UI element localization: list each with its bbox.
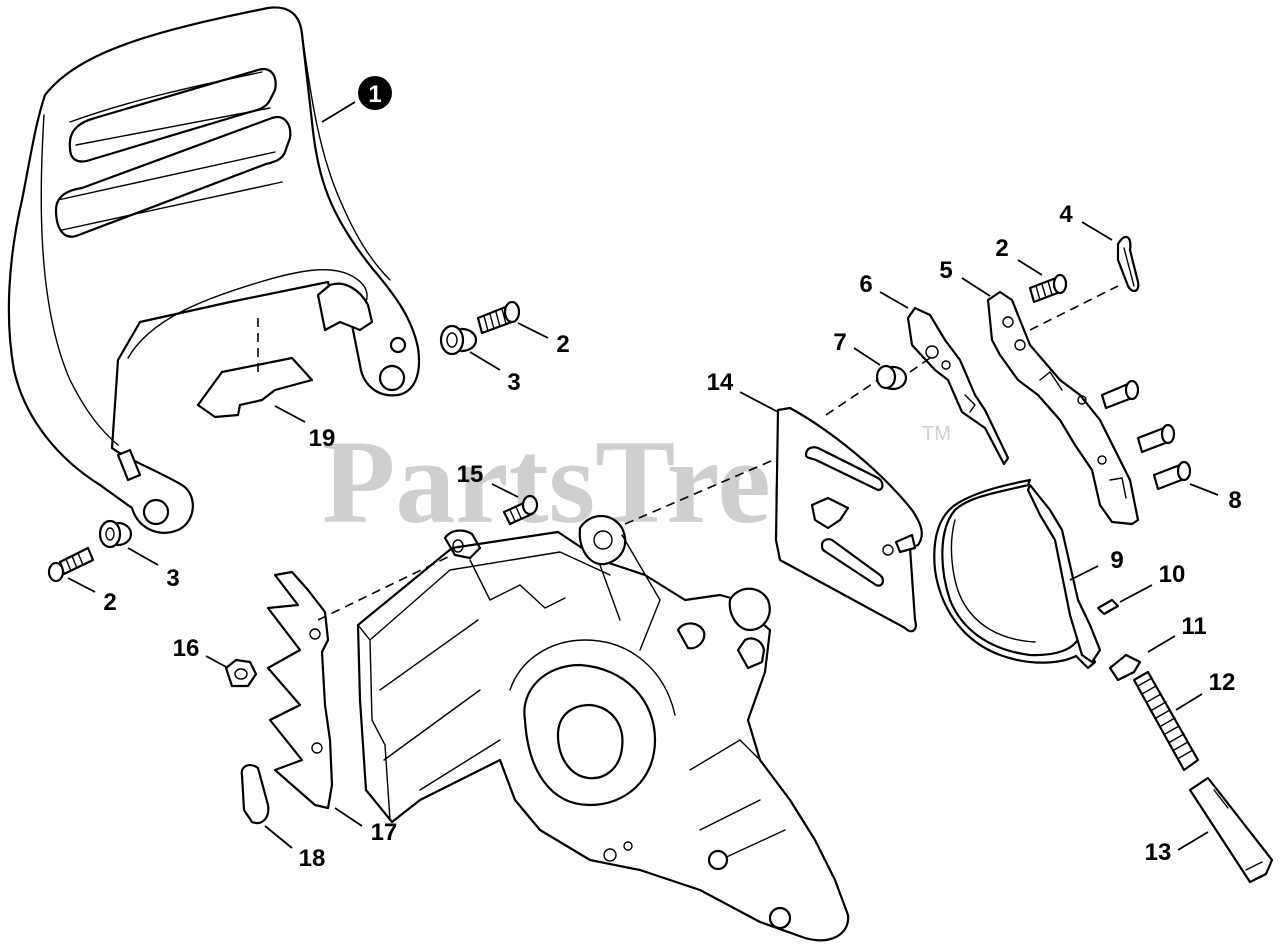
callout-9[interactable]: 9 <box>1110 547 1123 574</box>
callout-10[interactable]: 10 <box>1159 561 1186 588</box>
part-bracket[interactable] <box>986 290 1140 526</box>
part-lever[interactable] <box>906 306 1010 466</box>
part-screw-lower[interactable] <box>47 546 95 583</box>
part-spacer[interactable] <box>875 364 908 391</box>
callout-3-upper[interactable]: 3 <box>507 369 520 396</box>
callout-2-upper[interactable]: 2 <box>556 331 569 358</box>
part-plate[interactable] <box>240 764 270 825</box>
callout-2-lower[interactable]: 2 <box>103 589 116 616</box>
callout-14[interactable]: 14 <box>707 369 734 396</box>
part-bumper-spike[interactable] <box>266 570 334 810</box>
callout-1-label: 1 <box>368 81 381 108</box>
callout-16[interactable]: 16 <box>173 635 200 662</box>
callout-4[interactable]: 4 <box>1059 201 1073 228</box>
part-screw-15[interactable] <box>502 494 539 526</box>
callout-13[interactable]: 13 <box>1145 839 1172 866</box>
watermark-text: PartsTree <box>322 415 824 548</box>
part-pin[interactable] <box>1096 598 1120 616</box>
assembly-lines <box>317 285 1119 621</box>
callout-19[interactable]: 19 <box>309 425 336 452</box>
callout-11[interactable]: 11 <box>1181 613 1206 640</box>
callout-17[interactable]: 17 <box>371 819 398 846</box>
watermark-trademark: TM <box>922 423 951 445</box>
part-nut[interactable] <box>224 658 258 688</box>
part-screw-upper[interactable] <box>476 300 521 335</box>
part-bushing-upper[interactable] <box>439 324 478 356</box>
part-clip[interactable] <box>1116 235 1140 292</box>
callout-12[interactable]: 12 <box>1209 669 1236 696</box>
leader-lines <box>67 101 1219 851</box>
callout-5[interactable]: 5 <box>939 257 952 284</box>
part-screw-right[interactable] <box>1028 273 1068 304</box>
part-decal[interactable] <box>196 356 314 419</box>
callout-7[interactable]: 7 <box>833 329 846 356</box>
part-tube[interactable] <box>1188 776 1274 884</box>
part-cover-plate[interactable] <box>774 406 923 633</box>
part-screws-8[interactable] <box>1100 379 1192 491</box>
part-crankcase <box>356 514 850 942</box>
part-retainer[interactable] <box>1108 653 1142 682</box>
part-bushing-lower[interactable] <box>98 519 133 549</box>
callout-3-lower[interactable]: 3 <box>166 565 179 592</box>
part-brake-band[interactable] <box>933 478 1102 670</box>
part-hand-guard[interactable] <box>7 6 421 534</box>
callout-15[interactable]: 15 <box>457 461 484 488</box>
callout-18[interactable]: 18 <box>299 845 326 872</box>
part-spring[interactable] <box>1132 670 1200 772</box>
callout-1-badge[interactable]: 1 <box>358 76 392 110</box>
callout-2-right[interactable]: 2 <box>995 235 1008 262</box>
callout-8[interactable]: 8 <box>1228 487 1241 514</box>
callout-6[interactable]: 6 <box>859 271 872 298</box>
